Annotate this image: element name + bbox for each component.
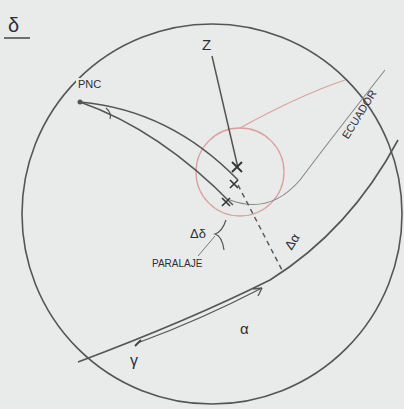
- projection-line: [238, 185, 283, 272]
- zenith-label: Z: [200, 36, 213, 53]
- hour-circle: [80, 102, 238, 180]
- parallax-label: PARALAJE: [150, 258, 204, 270]
- sphere-outline: [22, 24, 402, 404]
- vernal-point-label: γ: [128, 352, 140, 370]
- equator: [78, 140, 398, 362]
- zenith-line: [212, 56, 238, 168]
- underline: [4, 37, 30, 39]
- bracket: [215, 220, 226, 250]
- pole-label: PNC: [76, 78, 103, 91]
- right-ascension-arc: [140, 288, 262, 342]
- star-apparent: [222, 198, 230, 206]
- star-true: [232, 162, 242, 172]
- vernal-point: [135, 340, 141, 346]
- angle-mark: [106, 108, 111, 119]
- declination-symbol: δ: [6, 14, 21, 36]
- declination-arc: [230, 70, 385, 205]
- delta-declination: Δδ: [188, 226, 208, 241]
- delta-right-ascension: Δα: [280, 229, 303, 254]
- star-apparent: [230, 180, 238, 188]
- arrowhead: [253, 288, 262, 296]
- hour-circle: [80, 102, 233, 205]
- pole-point: [78, 100, 83, 105]
- faint-arc: [240, 80, 345, 128]
- right-ascension-label: α: [238, 320, 251, 337]
